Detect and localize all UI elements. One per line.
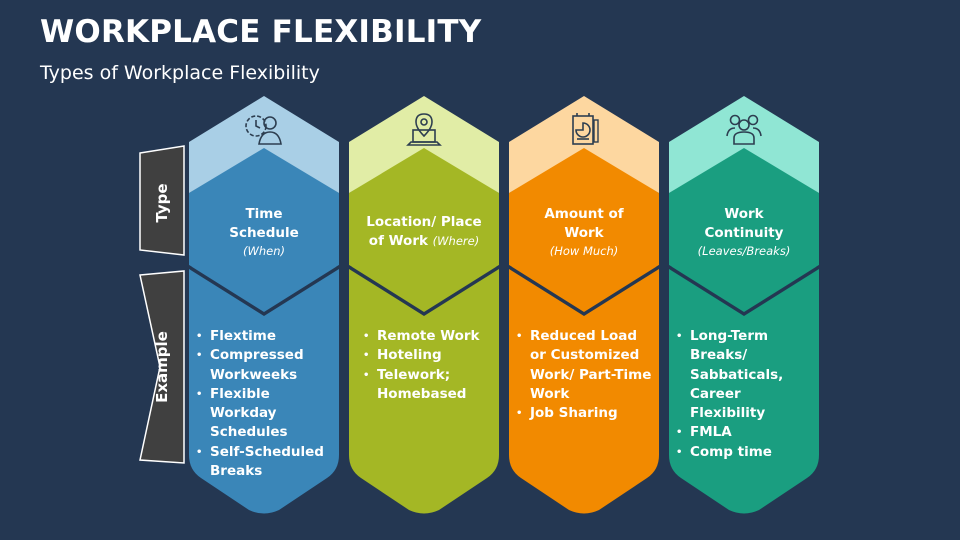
column-3-mid-shape bbox=[509, 145, 659, 312]
list-item: Job Sharing bbox=[516, 404, 656, 424]
type-label-tab bbox=[139, 145, 185, 256]
column-2-qualifier: (Where) bbox=[432, 234, 480, 248]
list-item: FMLA bbox=[676, 423, 816, 443]
page-subtitle: Types of Workplace Flexibility bbox=[40, 62, 320, 84]
list-item: Flexible Workday Schedules bbox=[196, 385, 336, 443]
location-laptop-icon bbox=[406, 113, 442, 146]
column-1-mid-shape bbox=[189, 145, 339, 312]
column-4-qualifier: (Leaves/Breaks) bbox=[697, 244, 791, 258]
list-item: Self-Scheduled Breaks bbox=[196, 443, 336, 482]
column-2-examples: Remote Work Hoteling Telework; Homebased bbox=[363, 327, 503, 404]
column-1-qualifier: (When) bbox=[243, 244, 285, 258]
list-item: Flextime bbox=[196, 327, 336, 347]
page-title: WORKPLACE FLEXIBILITY bbox=[40, 14, 482, 50]
column-3-examples: Reduced Load or Customized Work/ Part-Ti… bbox=[516, 327, 656, 424]
type-row-label: Type bbox=[153, 183, 171, 223]
list-item: Long-Term Breaks/ Sabbaticals, Career Fl… bbox=[676, 327, 816, 423]
column-4-mid-shape bbox=[669, 145, 819, 312]
example-label-tab bbox=[139, 270, 185, 464]
list-item: Telework; Homebased bbox=[363, 366, 503, 405]
example-row-label: Example bbox=[153, 331, 171, 403]
list-item: Hoteling bbox=[363, 346, 503, 366]
column-4-examples: Long-Term Breaks/ Sabbaticals, Career Fl… bbox=[676, 327, 816, 462]
team-group-icon bbox=[726, 114, 762, 145]
list-item: Reduced Load or Customized Work/ Part-Ti… bbox=[516, 327, 656, 404]
list-item: Comp time bbox=[676, 443, 816, 463]
clock-person-icon bbox=[245, 115, 282, 145]
column-2-mid-shape bbox=[349, 145, 499, 312]
list-item: Compressed Workweeks bbox=[196, 346, 336, 385]
list-item: Remote Work bbox=[363, 327, 503, 347]
column-1-examples: Flextime Compressed Workweeks Flexible W… bbox=[196, 327, 336, 481]
column-3-qualifier: (How Much) bbox=[549, 244, 619, 258]
document-chart-icon bbox=[572, 113, 599, 145]
